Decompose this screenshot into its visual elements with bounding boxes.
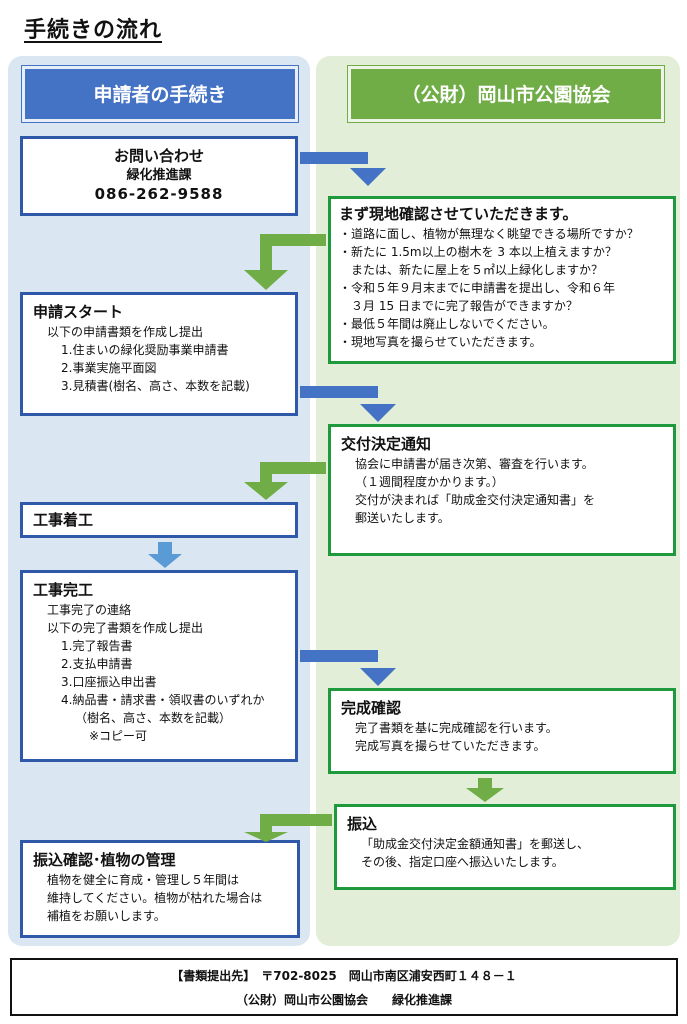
start-work-title: 工事着工: [33, 511, 94, 529]
arrow-right-down-icon: [300, 650, 396, 686]
manage-line: 補植をお願いします。: [47, 909, 166, 923]
association-header: （公財）岡山市公園協会: [348, 66, 664, 122]
apply-box: 申請スタート 以下の申請書類を作成し提出 1.住まいの緑化奨励事業申請書 2.事…: [20, 292, 298, 416]
manage-line: 維持してください。植物が枯れた場合は: [47, 891, 263, 905]
site-check-line: ・現地写真を撮らせていただきます。: [339, 335, 542, 349]
site-check-line: または、新たに屋上を５㎡以上緑化しますか？: [339, 263, 604, 277]
apply-item: 2.事業実施平面図: [61, 361, 157, 375]
arrow-left-down-icon: [244, 234, 326, 290]
transfer-title: 振込: [347, 815, 378, 833]
apply-item: 3.見積書(樹名、高さ、本数を記載): [61, 379, 250, 393]
transfer-box: 振込 「助成金交付決定金額通知書」を郵送し、 その後、指定口座へ振込いたします。: [334, 804, 676, 890]
complete-note: ※コピー可: [89, 729, 148, 743]
site-check-title: まず現地確認させていただきます。: [339, 205, 578, 223]
site-check-line: ・道路に面し、植物が無理なく眺望できる場所ですか？: [339, 227, 639, 241]
site-check-line: ・新たに 1.5m以上の樹木を 3 本以上植えますか？: [339, 245, 617, 259]
transfer-line: その後、指定口座へ振込いたします。: [361, 855, 564, 869]
apply-item: 1.住まいの緑化奨励事業申請書: [61, 343, 229, 357]
manage-title: 振込確認･植物の管理: [33, 851, 176, 869]
complete-item: 4.納品書・請求書・領収書のいずれか: [61, 693, 265, 707]
decision-line: （１週間程度かかります。）: [355, 475, 504, 489]
complete-item: 2.支払申請書: [61, 657, 133, 671]
footer-dept: （公財）岡山市公園協会 緑化推進課: [235, 993, 452, 1007]
manage-box: 振込確認･植物の管理 植物を健全に育成・管理し５年間は 維持してください。植物が…: [20, 840, 300, 938]
footer-address: 【書類提出先】 〒702-8025 岡山市南区浦安西町１４８－１: [171, 969, 517, 983]
confirm-line: 完成写真を撮らせていただきます。: [355, 739, 546, 753]
start-work-box: 工事着工: [20, 502, 298, 538]
page-title: 手続きの流れ: [24, 18, 163, 43]
complete-title: 工事完工: [33, 581, 94, 599]
confirm-line: 完了書類を基に完成確認を行います。: [355, 721, 558, 735]
contact-title: お問い合わせ: [113, 147, 204, 165]
confirm-title: 完成確認: [341, 699, 402, 717]
complete-sub: （樹名、高さ、本数を記載）: [75, 711, 232, 725]
apply-title: 申請スタート: [33, 303, 124, 321]
confirm-box: 完成確認 完了書類を基に完成確認を行います。 完成写真を撮らせていただきます。: [328, 688, 676, 774]
complete-lead: 以下の完了書類を作成し提出: [47, 621, 204, 635]
apply-lead: 以下の申請書類を作成し提出: [47, 325, 204, 339]
site-check-line: ・最低５年間は廃止しないでください。: [339, 317, 555, 331]
complete-item: 3.口座振込申出書: [61, 675, 157, 689]
arrow-left-down-icon: [244, 462, 326, 500]
arrow-down-icon: [148, 542, 182, 568]
decision-line: 協会に申請書が届き次第、審査を行います。: [355, 457, 594, 471]
arrow-right-down-icon: [300, 386, 396, 422]
submission-address-footer: 【書類提出先】 〒702-8025 岡山市南区浦安西町１４８－１ （公財）岡山市…: [10, 958, 678, 1016]
applicant-header: 申請者の手続き: [22, 66, 298, 122]
site-check-line: ３月 15 日までに完了報告ができますか？: [339, 299, 578, 313]
complete-box: 工事完工 工事完了の連絡 以下の完了書類を作成し提出 1.完了報告書 2.支払申…: [20, 570, 298, 762]
arrow-right-down-icon: [300, 152, 386, 186]
decision-title: 交付決定通知: [341, 435, 432, 453]
contact-box: お問い合わせ 緑化推進課 086-262-9588: [20, 136, 298, 216]
arrow-left-down-icon: [244, 814, 332, 842]
site-check-box: まず現地確認させていただきます。 ・道路に面し、植物が無理なく眺望できる場所です…: [328, 196, 676, 364]
contact-dept: 緑化推進課: [126, 168, 192, 183]
arrow-down-icon: [466, 778, 504, 802]
complete-item: 1.完了報告書: [61, 639, 133, 653]
site-check-line: ・令和５年９月末までに申請書を提出し、令和６年: [339, 281, 616, 295]
manage-line: 植物を健全に育成・管理し５年間は: [47, 873, 240, 887]
decision-box: 交付決定通知 協会に申請書が届き次第、審査を行います。 （１週間程度かかります。…: [328, 424, 676, 556]
decision-line: 郵送いたします。: [355, 511, 450, 525]
decision-line: 交付が決まれば「助成金交付決定通知書」を: [355, 493, 596, 507]
complete-lead: 工事完了の連絡: [47, 603, 132, 617]
transfer-line: 「助成金交付決定金額通知書」を郵送し、: [361, 837, 590, 851]
contact-phone: 086-262-9588: [94, 185, 224, 203]
